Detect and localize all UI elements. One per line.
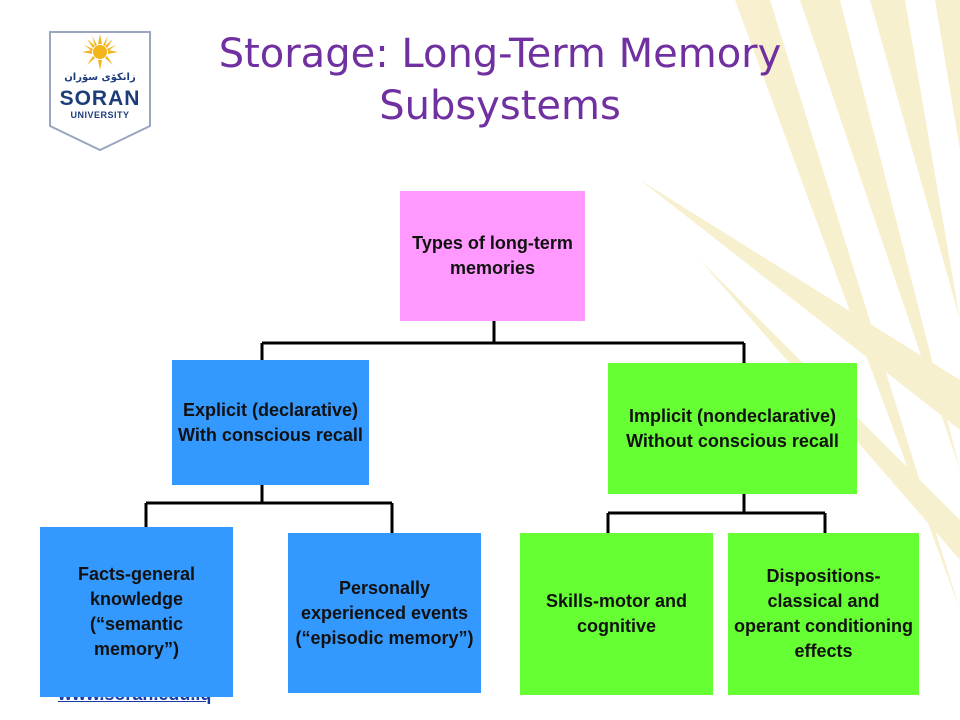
episodic-memory-box: Personally experienced events (“episodic… — [288, 533, 481, 693]
logo-name: SORAN — [59, 87, 141, 110]
implicit-box: Implicit (nondeclarative) Without consci… — [608, 363, 857, 494]
root-box: Types of long-term memories — [400, 191, 585, 321]
dispositions-box: Dispositions- classical and operant cond… — [728, 533, 919, 695]
soran-university-logo: زانکۆی سۆران SORAN UNIVERSITY — [48, 30, 152, 152]
slide-title: Storage: Long-Term Memory Subsystems — [218, 31, 782, 129]
logo-subtitle: UNIVERSITY — [70, 110, 130, 120]
explicit-box: Explicit (declarative) With conscious re… — [172, 360, 369, 485]
skills-box: Skills-motor and cognitive — [520, 533, 713, 695]
logo-arabic-text: زانکۆی سۆران — [64, 72, 136, 83]
semantic-memory-box: Facts-general knowledge (“semantic memor… — [40, 527, 233, 697]
logo-shield-icon — [49, 31, 151, 152]
